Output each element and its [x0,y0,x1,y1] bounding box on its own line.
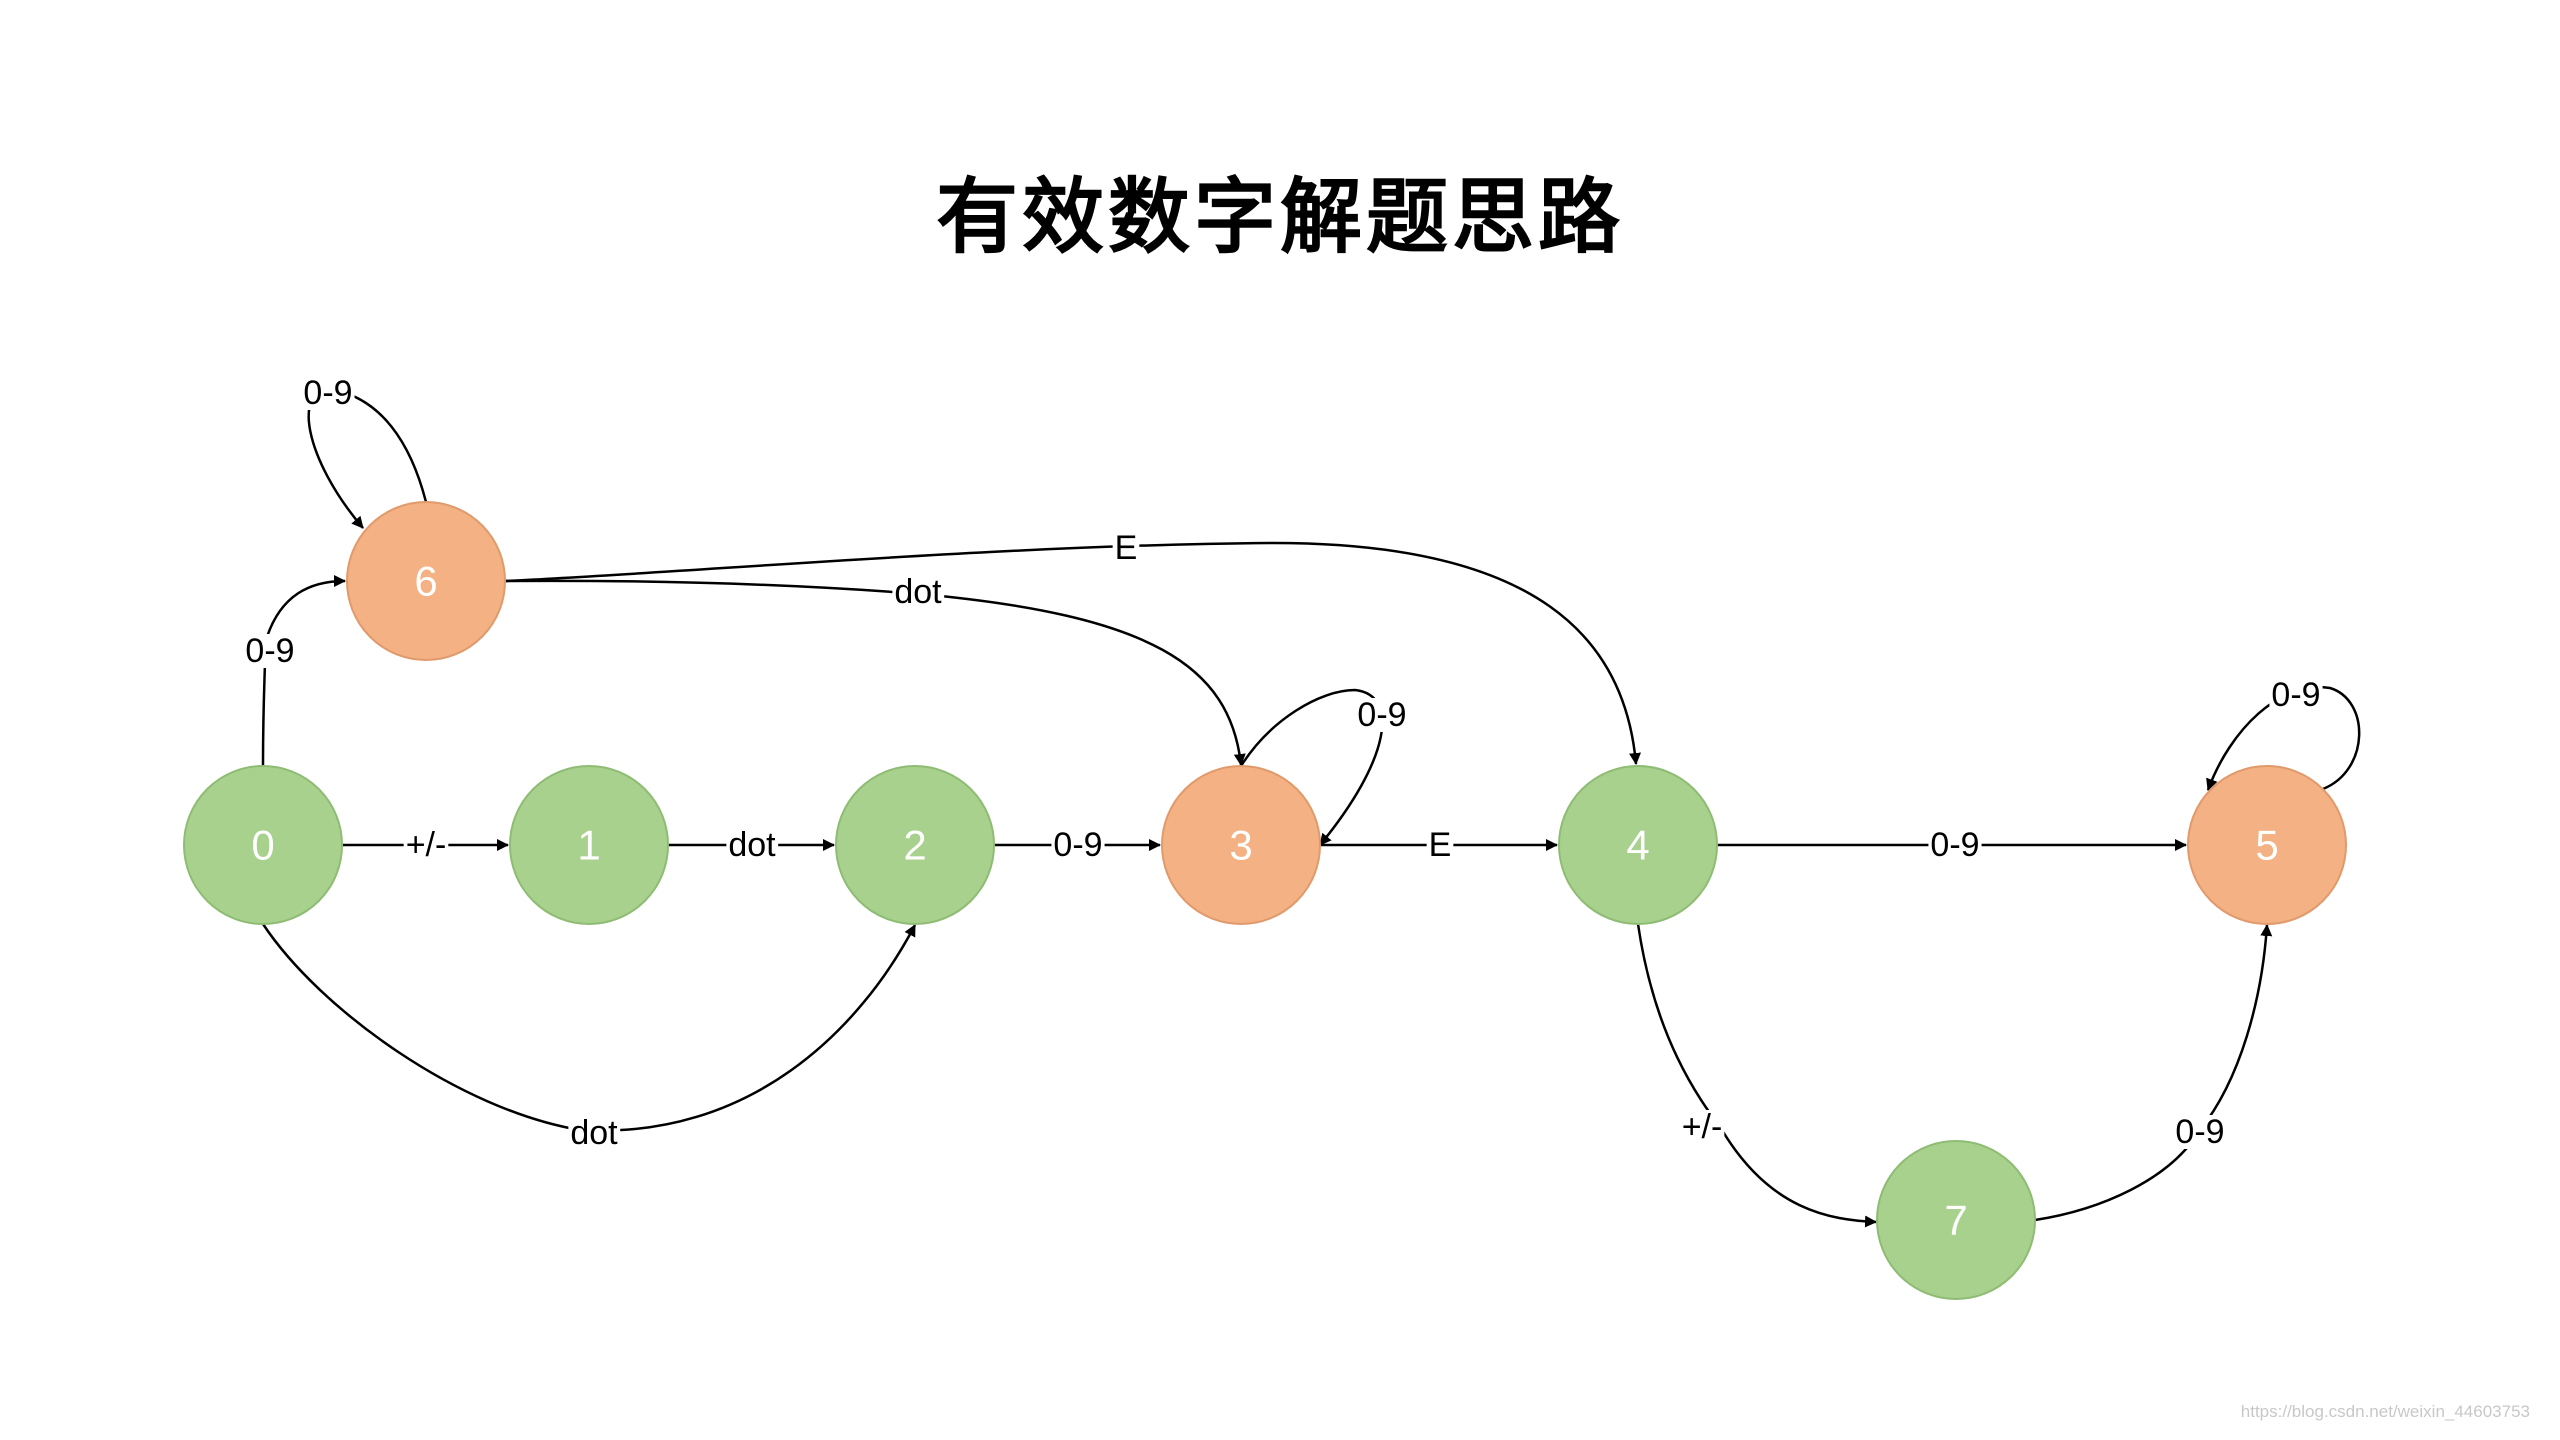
edge-line [1636,923,1877,1228]
edge-line [261,923,917,1132]
edge-0-to-6: 0-9 [243,575,346,767]
state-circle [183,765,343,925]
edge-label-bg [1112,531,1140,565]
state-node-1: 1 [509,765,669,925]
edge-label: 0-9 [303,374,352,412]
state-label: 1 [577,822,600,869]
state-circle [1558,765,1718,925]
edge-line [504,579,1246,766]
edge-4-to-7: +/- [1636,923,1877,1228]
edge-label-bg [2173,1115,2227,1149]
edge-line [261,575,346,767]
state-label: 4 [1626,822,1649,869]
edge-label: 0-9 [1357,696,1406,734]
edge-label-bg [1051,828,1105,862]
edge-label: +/- [406,826,447,864]
state-circle [2187,765,2347,925]
edge-line [2206,685,2361,791]
state-label: 3 [1229,822,1252,869]
watermark: https://blog.csdn.net/weixin_44603753 [2240,1402,2530,1421]
state-node-3: 3 [1161,765,1321,925]
edge-4-to-5: 0-9 [1717,826,2187,864]
edge-label-bg [1355,698,1409,732]
edge-label-bg [301,376,355,410]
edge-label-bg [1928,828,1982,862]
edge-label-bg [1426,828,1454,862]
edge-label-bg [568,1116,621,1150]
edge-label: E [1429,826,1452,864]
edge-1-to-2: dot [668,826,835,864]
state-label: 5 [2255,822,2278,869]
edge-line [504,541,1641,765]
state-node-5: 5 [2187,765,2347,925]
edge-5-to-5: 0-9 [2206,676,2361,791]
edge-line [2034,924,2273,1222]
state-circle [835,765,995,925]
edge-6-to-6: 0-9 [301,374,428,529]
edge-label-bg [892,575,945,609]
state-label: 2 [903,822,926,869]
page-title: 有效数字解题思路 [935,170,1624,265]
edge-label: 0-9 [2271,676,2320,714]
state-circle [346,501,506,661]
edge-label: dot [894,573,942,611]
edge-0-to-1: +/- [342,826,509,864]
edge-6-to-3: dot [504,573,1246,766]
state-node-0: 0 [183,765,343,925]
edge-label: dot [728,826,776,864]
edge-6-to-4: E [504,529,1641,765]
state-node-6: 6 [346,501,506,661]
state-node-4: 4 [1558,765,1718,925]
edge-label: 0-9 [245,632,294,670]
state-node-7: 7 [1876,1140,2036,1300]
state-circle [1876,1140,2036,1300]
state-circle [1161,765,1321,925]
edge-label-bg [1679,1110,1725,1144]
edge-3-to-4: E [1320,826,1558,864]
edge-line [1239,688,1384,846]
state-label: 6 [414,558,437,605]
edge-3-to-3: 0-9 [1239,688,1409,846]
edge-2-to-3: 0-9 [994,826,1161,864]
edge-label-bg [243,634,297,668]
state-label: 7 [1944,1197,1967,1244]
edge-label: +/- [1682,1108,1723,1146]
state-circle [509,765,669,925]
edge-label: 0-9 [1053,826,1102,864]
edge-label: dot [570,1114,618,1152]
state-label: 0 [251,822,274,869]
edge-7-to-5: 0-9 [2034,924,2273,1222]
edge-label-bg [2269,678,2323,712]
edge-label: 0-9 [2175,1113,2224,1151]
edge-label: 0-9 [1930,826,1979,864]
edge-0-to-2: dot [261,923,917,1152]
edge-label-bg [403,828,449,862]
state-node-2: 2 [835,765,995,925]
edge-label: E [1115,529,1138,567]
edge-label-bg [726,828,779,862]
